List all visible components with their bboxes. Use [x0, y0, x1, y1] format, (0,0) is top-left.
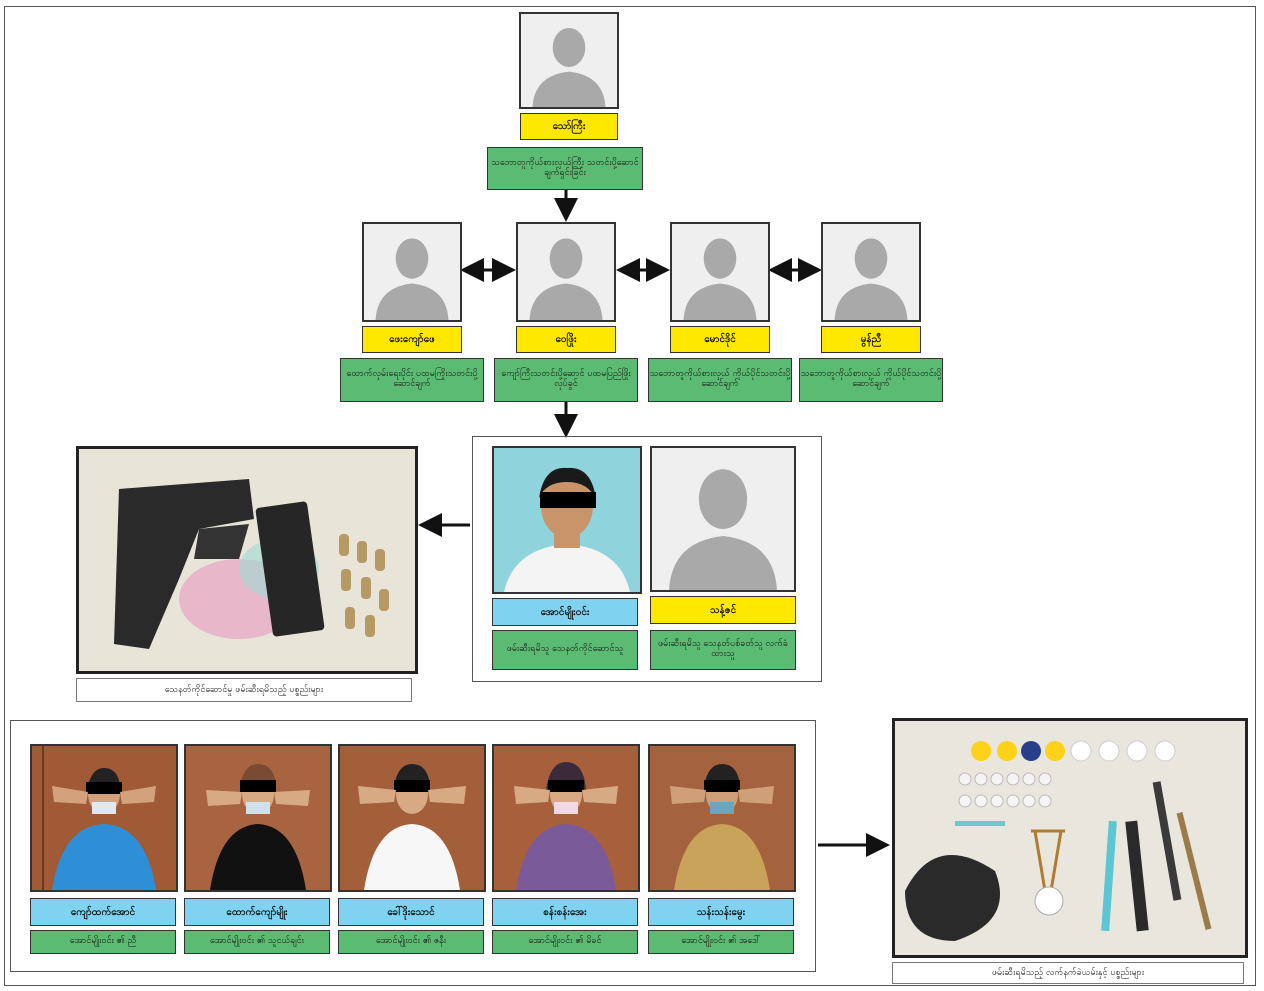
person-photo-row2-2: [516, 222, 616, 322]
person-photo-top: [519, 12, 619, 109]
person-photo-row2-1: [362, 222, 462, 322]
person-photo-row2-4: [821, 222, 921, 322]
items-photo-caption: ဖမ်းဆီးရမိသည့် လက်နက်ခဲယမ်းနှင့် ပစ္စည်း…: [892, 962, 1244, 984]
name-label-family-4: စန်းစန်းအေး: [492, 898, 638, 926]
silhouette-icon: [518, 224, 614, 320]
silhouette-icon: [823, 224, 919, 320]
role-label-row2-2: ကျော်ကြီးသတင်းပို့ဆောင် ပထမပြည်ဖြိုးလုပ်…: [494, 358, 638, 402]
role-label-row2-3: သဘောတူကိုယ်စားလှယ် ကိုယ်ပိုင်သတင်းပို့ဆေ…: [648, 358, 792, 402]
suspect-photo-2: [650, 446, 796, 592]
relation-label-family-3: အောင်မျိုးဝင်း ၏ ဇနီး: [338, 930, 484, 954]
name-label-suspect-1: အောင်မျိုးဝင်း: [492, 598, 638, 626]
silhouette-icon: [672, 224, 768, 320]
family-photo-5: [648, 744, 796, 892]
person-photo-row2-3: [670, 222, 770, 322]
name-label-family-1: ကျော်ထက်အောင်: [30, 898, 176, 926]
role-label-row2-4: သဘောတူကိုယ်စားလှယ် ကိုယ်ပိုင်သတင်းပို့ဆေ…: [799, 358, 943, 402]
family-group-box: [10, 720, 816, 972]
silhouette-icon: [652, 448, 794, 590]
role-label-suspect-2: ဖမ်းဆီးရမိသူ သေနတ်ပစ်ခတ်သူ လက်ခံထားသူ: [650, 630, 796, 670]
role-label-top: သဘောတူကိုယ်စားလှယ်ကြီး သတင်းပို့ဆောင်ချက…: [487, 147, 643, 190]
family-photo-2: [184, 744, 332, 892]
relation-label-family-1: အောင်မျိုးဝင်း ၏ ညီ: [30, 930, 176, 954]
family-photo-4: [492, 744, 640, 892]
name-label-family-2: ထောက်ကျော်မျိုး: [184, 898, 330, 926]
seized-items-photo: [892, 718, 1248, 958]
seized-gun-photo: [76, 446, 418, 674]
relation-label-family-5: အောင်မျိုးဝင်း ၏ အဒေါ်: [648, 930, 794, 954]
name-label-row2-1: ဖေးကျော်ဖေ: [362, 326, 462, 353]
family-photo-1: [30, 744, 178, 892]
name-label-suspect-2: သန့်ဇင်: [650, 596, 796, 624]
gun-photo-caption: သေနတ်ကိုင်ဆောင်မှု ဖမ်းဆီးရမိသည့် ပစ္စည်…: [76, 678, 412, 702]
family-photo-3: [338, 744, 486, 892]
name-label-row2-3: မောင်ဒိုင်: [670, 326, 770, 353]
name-label-family-5: သန်းသန်းမွေး: [648, 898, 794, 926]
relation-label-family-2: အောင်မျိုးဝင်း ၏ သူငယ်ချင်း: [184, 930, 330, 954]
name-label-row2-4: မွန်ညီ: [821, 326, 921, 353]
role-label-suspect-1: ဖမ်းဆီးရမိသူ သေနတ်ကိုင်ဆောင်သူ: [492, 630, 638, 670]
diagram-frame: [4, 6, 1256, 986]
role-label-row2-1: ထောက်လှမ်းရေးပိုင်း ပထမကြိုးသတင်းပို့ဆော…: [340, 358, 484, 402]
relation-label-family-4: အောင်မျိုးဝင်း ၏ မိခင်: [492, 930, 638, 954]
arrested-group-box: [472, 436, 822, 682]
silhouette-icon: [364, 224, 460, 320]
suspect-photo-1: [492, 446, 642, 594]
silhouette-icon: [521, 14, 617, 107]
name-label-top: သော်ကြီး: [520, 113, 618, 140]
name-label-row2-2: ဝေဖြိုး: [516, 326, 616, 353]
name-label-family-3: ခေါ်ဒိုးသောင်: [338, 898, 484, 926]
